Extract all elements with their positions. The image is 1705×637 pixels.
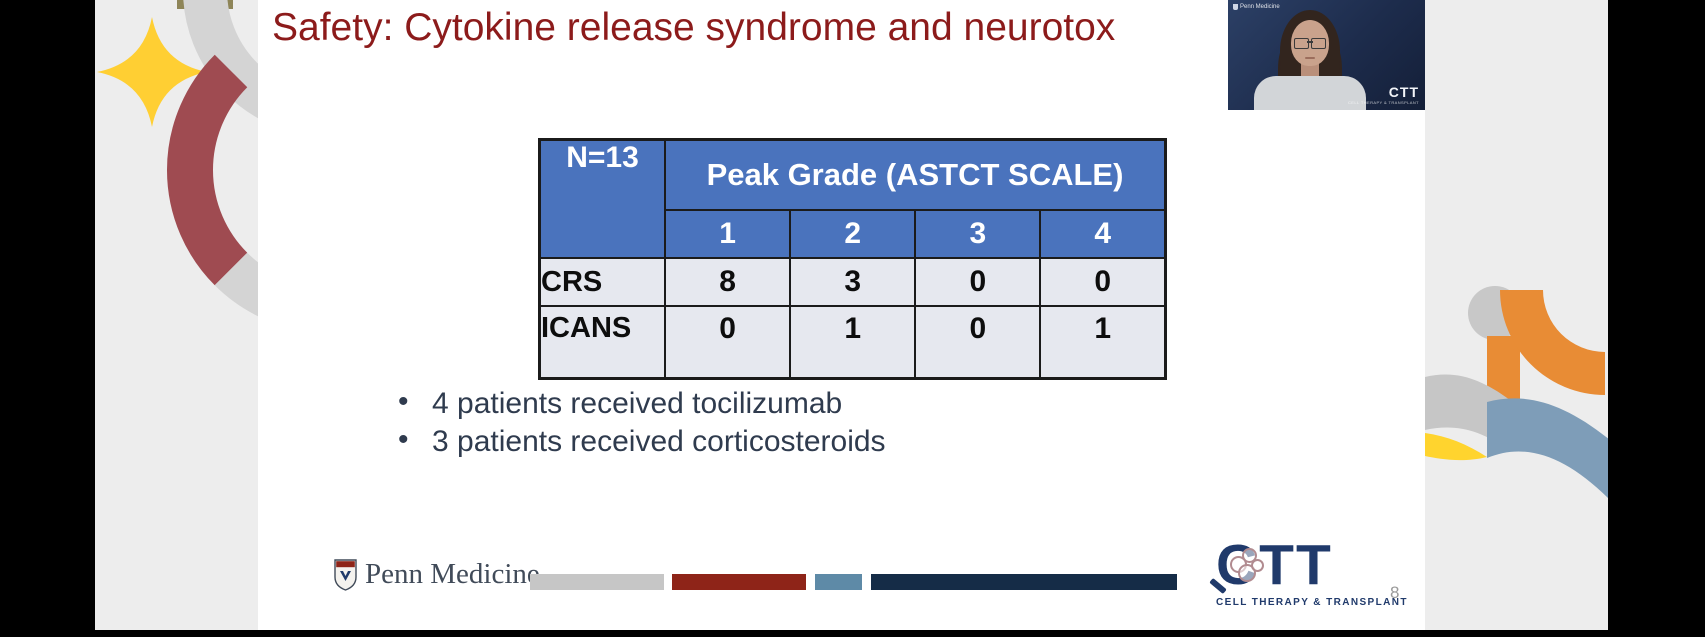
icans-grade3-value: 0 [914,305,1042,380]
penn-shield-icon [334,558,357,591]
ctt-logo: CTT CELL THERAPY & TRANSPLANT [1209,536,1408,608]
slide-margin-left [95,0,258,630]
row-label-icans: ICANS [538,305,666,380]
ctt-cell-cluster-icon [1228,548,1264,584]
footer-bar-steel [815,574,862,590]
grade-col-2: 2 [789,209,917,259]
speaker-webcam: Penn Medicine CTT CELL THERAPY & TRANSPL… [1228,0,1425,110]
webcam-penn-watermark: Penn Medicine [1233,4,1280,10]
bullet-tocilizumab: 4 patients received tocilizumab [398,386,886,419]
icans-grade4-value: 1 [1039,305,1167,380]
table-n-cell: N=13 [538,138,666,259]
crs-grade3-value: 0 [914,257,1042,307]
icans-grade2-value: 1 [789,305,917,380]
webcam-penn-watermark-text: Penn Medicine [1240,4,1280,10]
slide-title: Safety: Cytokine release syndrome and ne… [272,6,1116,49]
grade-col-1: 1 [663,209,792,259]
crs-grade2-value: 3 [789,257,917,307]
penn-medicine-wordmark: Penn Medicine [365,558,540,590]
speaker-avatar [1228,0,1425,110]
ctt-tagline: CELL THERAPY & TRANSPLANT [1216,597,1408,608]
glasses-icon [1294,38,1326,49]
crs-grade1-value: 8 [663,257,792,307]
grade-col-4: 4 [1039,209,1167,259]
footer-bar-gray [530,574,664,590]
presentation-slide: Safety: Cytokine release syndrome and ne… [258,0,1425,630]
speaker-mouth [1305,57,1315,59]
slide-margin-right [1425,0,1608,630]
penn-medicine-logo: Penn Medicine [334,558,540,591]
table-grade-row: 1 2 3 4 [540,209,1167,259]
webcam-ctt-watermark: CTT CELL THERAPY & TRANSPLANT [1348,84,1419,105]
table-row-icans: ICANS 0 1 0 1 [538,305,1167,380]
crs-grade4-value: 0 [1039,257,1167,307]
footer-bar-red [672,574,806,590]
ctt-wordmark: CTT [1209,536,1386,595]
bullet-corticosteroids: 3 patients received corticosteroids [398,424,886,457]
webcam-ctt-watermark-text: CTT [1388,84,1419,100]
bullet-list: 4 patients received tocilizumab 3 patien… [398,386,886,464]
table-header-row: N=13 Peak Grade (ASTCT SCALE) [538,138,1167,259]
right-decoration-graphic [1425,286,1608,499]
icans-grade1-value: 0 [663,305,792,380]
row-label-crs: CRS [538,257,666,307]
footer-bar-navy [871,574,1177,590]
penn-shield-icon [1233,4,1238,10]
safety-table: N=13 Peak Grade (ASTCT SCALE) 1 2 3 4 CR… [538,138,1167,380]
speaker-shirt [1254,76,1366,110]
safety-table-container: N=13 Peak Grade (ASTCT SCALE) 1 2 3 4 CR… [538,138,1167,380]
grade-col-3: 3 [914,209,1042,259]
table-peak-grade-header: Peak Grade (ASTCT SCALE) [664,138,1167,211]
left-decoration-graphic [97,0,258,316]
speaker-neck [1301,62,1319,78]
page-number: 8 [1390,583,1400,602]
webcam-ctt-watermark-sub: CELL THERAPY & TRANSPLANT [1348,100,1419,105]
table-row-crs: CRS 8 3 0 0 [538,257,1167,307]
